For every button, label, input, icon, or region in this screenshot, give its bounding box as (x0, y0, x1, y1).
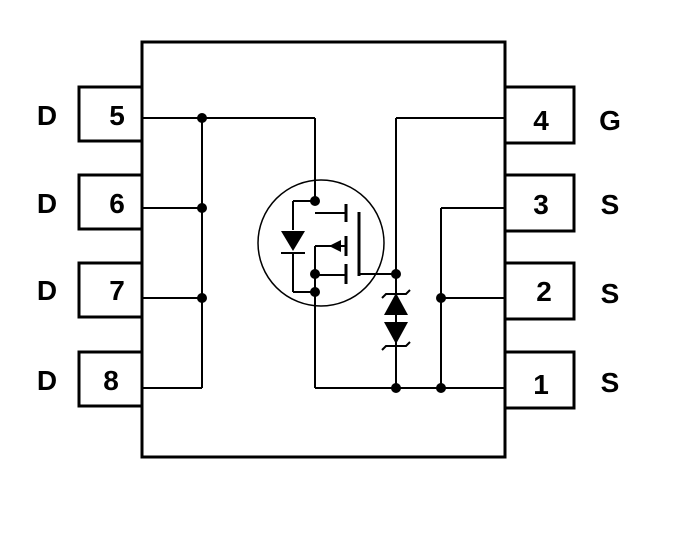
pin-box-4 (503, 85, 576, 145)
pin-name-6: D (37, 188, 57, 219)
pin-name-3: S (601, 189, 620, 220)
pin-number-3: 3 (533, 189, 549, 220)
pin-box-6 (77, 173, 144, 231)
pin-box-3 (503, 173, 576, 233)
pin-name-1: S (601, 367, 620, 398)
pin-number-8: 8 (103, 365, 119, 396)
pin-number-6: 6 (109, 188, 125, 219)
pin-box-8 (77, 350, 144, 408)
drain-bus (142, 117, 316, 389)
pin-number-7: 7 (109, 275, 125, 306)
pin-box-2 (503, 261, 576, 321)
pin-name-7: D (37, 275, 57, 306)
body-diode-icon (281, 231, 305, 251)
pin-name-8: D (37, 365, 57, 396)
pin-box-5 (77, 85, 144, 143)
gate-wire (395, 117, 505, 294)
source-bus (314, 207, 505, 389)
mosfet-circle (257, 179, 385, 307)
mosfet-symbol (257, 179, 396, 307)
pin-name-5: D (37, 100, 57, 131)
zener-upper-icon (384, 293, 408, 315)
pin-name-4: G (599, 105, 621, 136)
body-arrow-icon (329, 240, 341, 252)
zener-lower-icon (384, 322, 408, 344)
pin-number-5: 5 (109, 100, 125, 131)
junction-dots (197, 113, 446, 393)
pin-number-2: 2 (536, 276, 552, 307)
pin-box-1 (503, 350, 576, 410)
package-body (140, 40, 507, 459)
zener-diode-pair (381, 274, 411, 388)
pin-number-4: 4 (533, 105, 549, 136)
pin-number-1: 1 (533, 369, 549, 400)
pin-box-7 (77, 261, 144, 319)
pin-name-2: S (601, 278, 620, 309)
